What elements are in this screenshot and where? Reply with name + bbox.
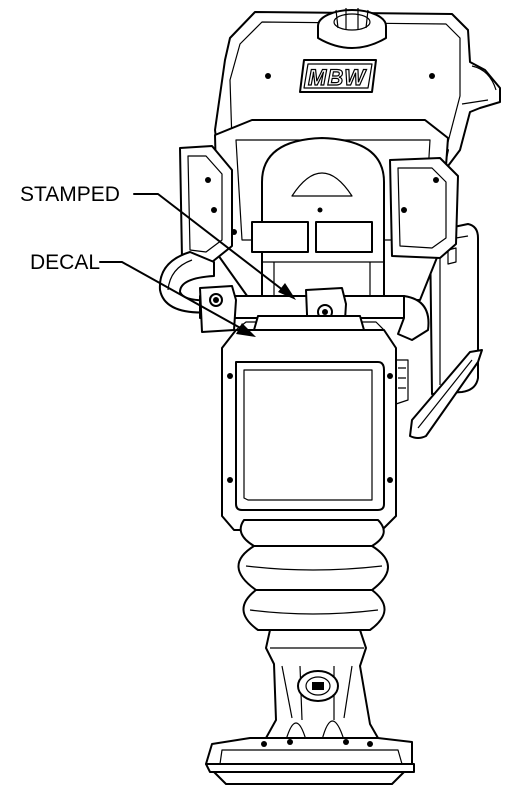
label-stamped: STAMPED xyxy=(20,183,120,206)
base-plate xyxy=(205,737,415,785)
side-tank xyxy=(409,223,483,439)
leader-decal xyxy=(99,261,245,331)
leader-stamped xyxy=(133,193,289,295)
arrow-stamped xyxy=(278,283,296,300)
upper-body xyxy=(221,315,409,531)
callout-decal: DECAL xyxy=(30,251,256,337)
label-decal: DECAL xyxy=(30,251,100,274)
callout-stamped: STAMPED xyxy=(20,183,296,300)
brand-logo: MBW xyxy=(308,65,367,90)
left-brackets xyxy=(179,145,237,263)
leg xyxy=(265,629,379,741)
arrow-decal xyxy=(236,323,256,337)
bellows xyxy=(237,519,389,631)
right-brackets xyxy=(389,157,459,259)
